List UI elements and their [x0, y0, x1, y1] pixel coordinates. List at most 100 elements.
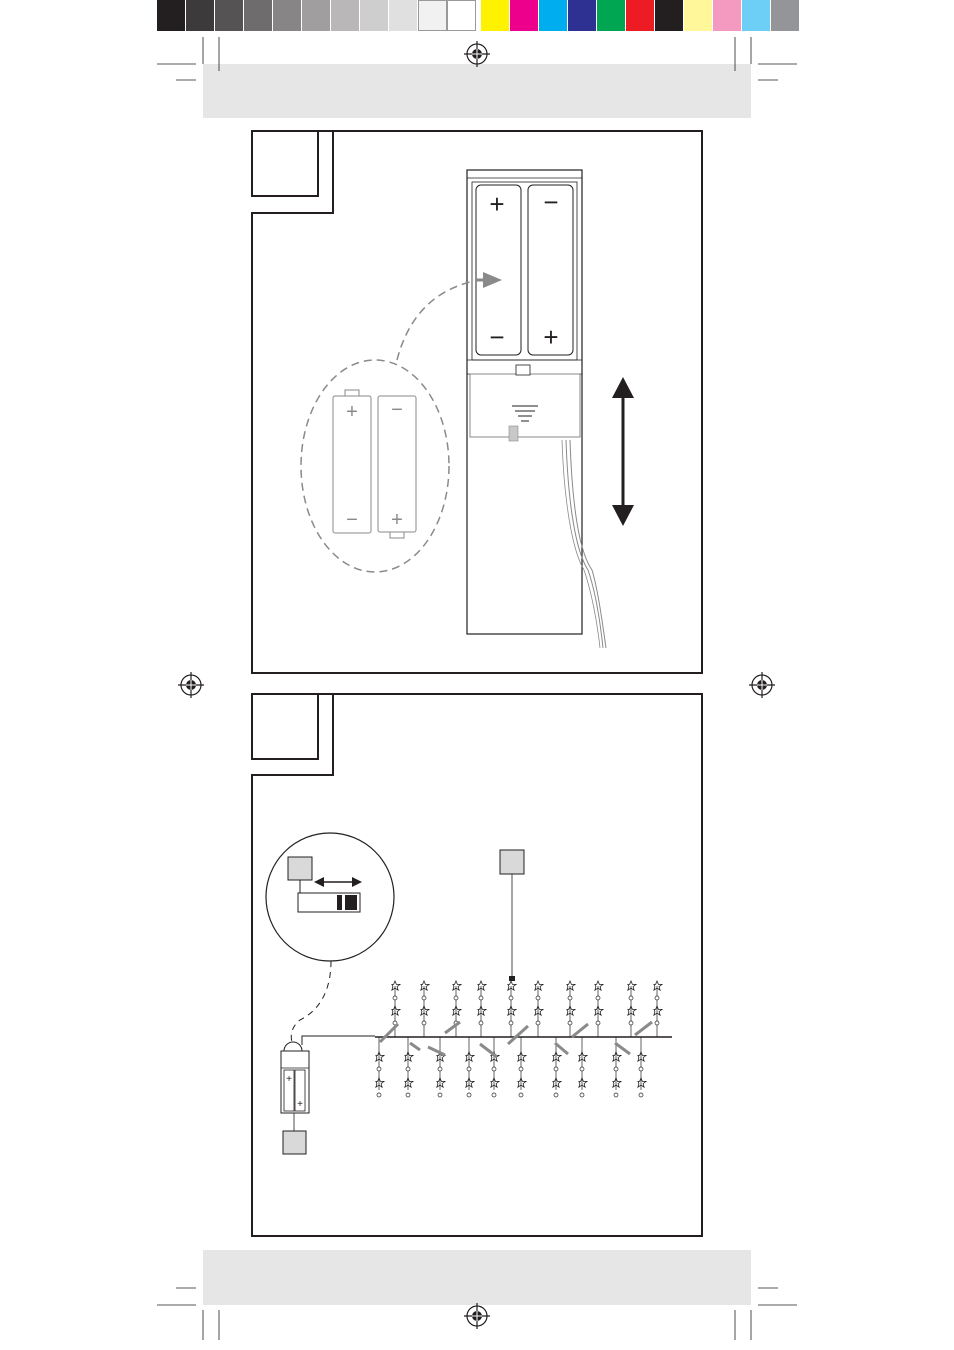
- star-light-icon: [612, 1051, 622, 1062]
- strand-up: [627, 980, 637, 1037]
- star-light-icon: [566, 1005, 576, 1016]
- star-light-icon: [490, 1077, 500, 1088]
- star-light-icon: [534, 1005, 544, 1016]
- strand-down: [612, 1037, 622, 1098]
- registration-mark-bottom: [463, 1302, 491, 1330]
- process-color-bar: [481, 0, 800, 31]
- gray-swatch: [331, 0, 360, 31]
- gray-swatch: [273, 0, 302, 31]
- battery-detail-callout: [300, 359, 450, 573]
- pack-polarity-top: +: [286, 1074, 292, 1085]
- insert-arrow-icon: [483, 272, 502, 288]
- star-light-icon: [375, 1077, 385, 1088]
- crop-marks: [157, 37, 797, 1340]
- battery-detail: [332, 389, 417, 539]
- callout-label-box-switch: [287, 856, 313, 881]
- star-light-icon: [391, 1005, 401, 1016]
- star-light-icon: [436, 1077, 446, 1088]
- detail-polarity-right-top: −: [391, 399, 403, 421]
- color-swatch: [510, 0, 539, 31]
- star-light-icon: [404, 1051, 414, 1062]
- star-light-icon: [578, 1051, 588, 1062]
- strand-down: [375, 1037, 385, 1098]
- strand-up: [653, 980, 663, 1037]
- registration-mark-top: [463, 40, 491, 68]
- footer-band: [203, 1250, 751, 1305]
- star-light-icon: [566, 980, 576, 991]
- connector: [554, 1041, 569, 1056]
- light-strands: [375, 980, 663, 1098]
- strand-down: [465, 1037, 475, 1098]
- lid-tab: [508, 425, 519, 442]
- figure-1-number-box: [251, 130, 319, 197]
- strand-up: [452, 980, 462, 1037]
- star-light-icon: [637, 1077, 647, 1088]
- star-light-icon: [420, 980, 430, 991]
- gray-swatch: [418, 0, 447, 31]
- strand-down: [637, 1037, 647, 1098]
- gray-swatch: [302, 0, 331, 31]
- pack-polarity-bottom: +: [297, 1099, 303, 1110]
- color-swatch: [655, 0, 684, 31]
- strand-down: [578, 1037, 588, 1098]
- star-light-icon: [452, 980, 462, 991]
- star-light-icon: [552, 1077, 562, 1088]
- connector: [479, 1042, 498, 1059]
- star-light-icon: [391, 980, 401, 991]
- star-light-icon: [477, 1005, 487, 1016]
- color-swatch: [742, 0, 771, 31]
- connector: [444, 1020, 461, 1035]
- gray-swatch: [157, 0, 186, 31]
- polarity-left-top: +: [489, 189, 504, 219]
- color-swatch: [626, 0, 655, 31]
- star-light-icon: [594, 980, 604, 991]
- grayscale-color-bar: [157, 0, 476, 31]
- color-swatch: [539, 0, 568, 31]
- connector: [427, 1045, 446, 1057]
- strand-down: [490, 1037, 500, 1098]
- detail-polarity-left-top: +: [346, 401, 358, 423]
- detail-polarity-left-bottom: −: [346, 509, 358, 531]
- star-light-icon: [627, 980, 637, 991]
- polarity-right-top: −: [543, 187, 558, 217]
- battery-box: + − − +: [466, 169, 607, 649]
- star-light-icon: [477, 980, 487, 991]
- star-light-icon: [420, 1005, 430, 1016]
- color-swatch: [713, 0, 742, 31]
- battery-pack: [280, 1041, 310, 1114]
- strand-down: [404, 1037, 414, 1098]
- strand-up: [507, 980, 517, 1037]
- connector: [571, 1022, 589, 1039]
- strand-down: [436, 1037, 446, 1098]
- gray-swatch: [186, 0, 215, 31]
- switch-double-arrow-icon: [314, 877, 362, 887]
- strand-up: [594, 980, 604, 1037]
- star-light-icon: [465, 1051, 475, 1062]
- strand-up: [477, 980, 487, 1037]
- ground-symbol-icon: [512, 405, 538, 422]
- star-light-icon: [534, 980, 544, 991]
- color-swatch: [481, 0, 510, 31]
- battery-left: [475, 184, 522, 356]
- battery-right: [527, 184, 574, 356]
- star-light-icon: [612, 1077, 622, 1088]
- polarity-right-bottom: +: [543, 322, 558, 352]
- polarity-left-bottom: −: [489, 322, 504, 352]
- star-light-icon: [517, 1051, 527, 1062]
- connector: [506, 1024, 530, 1046]
- color-swatch: [684, 0, 713, 31]
- connector: [378, 1022, 400, 1044]
- star-light-icon: [578, 1077, 588, 1088]
- figure-2-panel: + +: [251, 693, 703, 1237]
- figure-1-panel: + − − +: [251, 130, 703, 674]
- star-light-icon: [552, 1051, 562, 1062]
- gray-swatch: [389, 0, 418, 31]
- strand-up: [420, 980, 430, 1037]
- star-light-icon: [465, 1077, 475, 1088]
- strand-up: [534, 980, 544, 1037]
- color-swatch: [771, 0, 800, 31]
- star-light-icon: [517, 1077, 527, 1088]
- strand-up: [566, 980, 576, 1037]
- star-light-icon: [653, 980, 663, 991]
